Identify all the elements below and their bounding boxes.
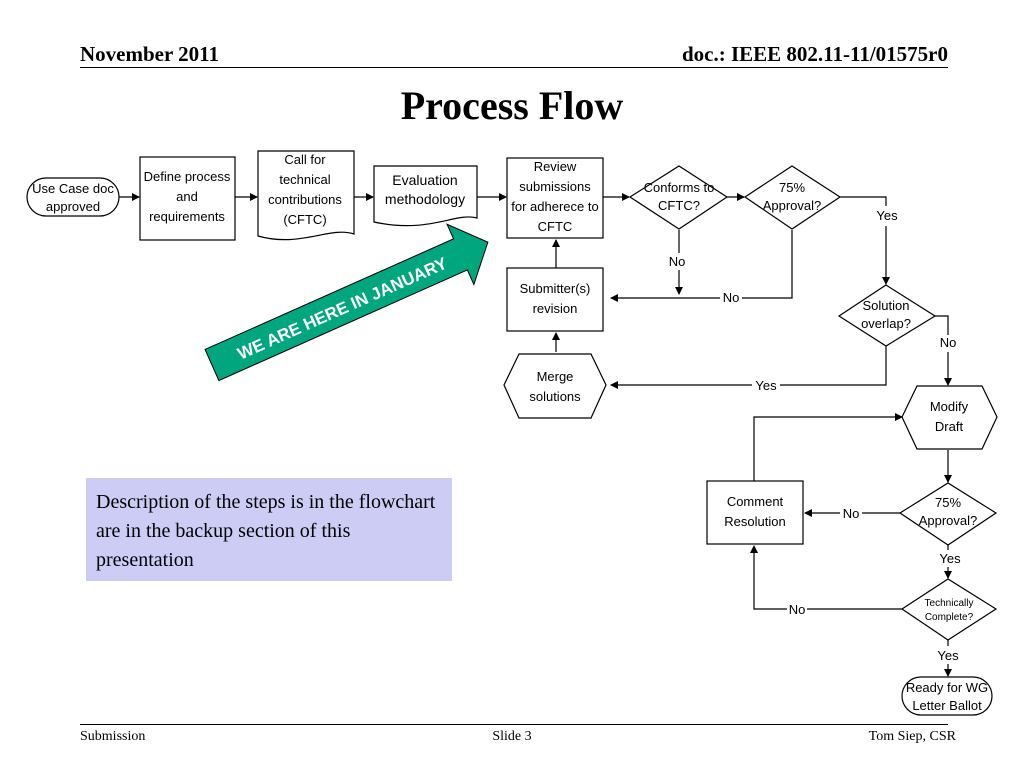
node-conforms-decision: Conforms to CFTC? [628,165,729,230]
footer-author: Tom Siep, CSR [868,729,956,744]
node-ready-letter-ballot: Ready for WG Letter Ballot [901,676,993,716]
node-submitter-revision: Submitter(s) revision [506,267,604,332]
footer-slide-number: Slide 3 [492,729,532,744]
svg-text:submissions: submissions [519,179,591,194]
node-modify-draft: Modify Draft [901,385,998,450]
svg-text:contributions: contributions [268,192,342,207]
header-date: November 2011 [80,42,220,66]
footer-divider [80,724,948,725]
svg-text:for adherece to: for adherece to [511,199,598,214]
edge-label-yes-approval-bottom: Yes [939,551,961,566]
svg-text:Modify: Modify [930,399,969,414]
edge-label-no-overlap: No [940,335,957,350]
svg-text:requirements: requirements [149,209,225,224]
we-are-here-banner: WE ARE HERE IN JANUARY [204,223,489,382]
edge-label-no-approval-bottom: No [843,506,860,521]
node-approval-decision-bottom: 75% Approval? [898,482,998,546]
svg-text:Approval?: Approval? [763,198,822,213]
svg-text:CFTC: CFTC [538,219,573,234]
svg-text:technical: technical [279,172,330,187]
svg-text:Draft: Draft [935,419,964,434]
svg-text:75%: 75% [779,180,805,195]
node-approval-decision-top: 75% Approval? [743,165,842,230]
svg-text:Ready for WG: Ready for WG [906,680,988,695]
svg-text:Conforms to: Conforms to [644,180,715,195]
svg-text:Evaluation: Evaluation [392,172,457,188]
svg-text:Technically: Technically [925,598,974,609]
svg-text:Submitter(s): Submitter(s) [520,281,591,296]
svg-text:(CFTC): (CFTC) [283,212,326,227]
node-use-case: Use Case doc approved [26,177,120,217]
svg-text:solutions: solutions [529,389,581,404]
flow-edges [119,193,952,677]
svg-text:and: and [176,189,198,204]
svg-text:Letter Ballot: Letter Ballot [912,698,982,713]
header-divider [80,67,948,68]
svg-text:Resolution: Resolution [724,514,785,529]
slide-title: Process Flow [400,83,624,128]
svg-text:overlap?: overlap? [861,316,911,331]
description-box: Description of the steps is in the flowc… [86,478,452,581]
node-evaluation-methodology: Evaluation methodology [373,165,478,227]
banner-text: WE ARE HERE IN JANUARY [235,253,451,363]
edge-label-yes-approval: Yes [876,208,898,223]
svg-text:Approval?: Approval? [919,513,978,528]
node-merge-solutions: Merge solutions [503,353,607,419]
edge-label-no-technically: No [789,602,806,617]
svg-text:Comment: Comment [727,494,784,509]
svg-text:Complete?: Complete? [925,612,974,623]
svg-text:CFTC?: CFTC? [658,198,700,213]
node-define-process: Define process and requirements [139,156,236,241]
edge-label-yes-overlap: Yes [755,378,777,393]
node-call-for-contributions: Call for technical contributions (CFTC) [257,150,355,241]
svg-text:Merge: Merge [537,369,574,384]
svg-text:revision: revision [533,301,578,316]
svg-text:Solution: Solution [863,298,910,313]
svg-text:Define process: Define process [144,169,231,184]
svg-text:Review: Review [534,159,577,174]
node-comment-resolution: Comment Resolution [706,480,804,545]
node-use-case-line1: Use Case doc [32,181,114,196]
node-review-submissions: Review submissions for adherece to CFTC [506,157,604,239]
edge-label-no-approval: No [723,290,740,305]
node-use-case-line2: approved [46,199,100,214]
node-technically-complete-decision: Technically Complete? [900,578,998,641]
edge-label-yes-technically: Yes [937,648,959,663]
header-doc-id: doc.: IEEE 802.11-11/01575r0 [681,42,948,66]
svg-text:75%: 75% [935,495,961,510]
edge-label-no-conforms: No [669,254,686,269]
svg-text:Call for: Call for [284,152,326,167]
footer-submission: Submission [80,729,146,744]
svg-text:methodology: methodology [385,191,465,207]
node-solution-overlap-decision: Solution overlap? [837,284,937,347]
